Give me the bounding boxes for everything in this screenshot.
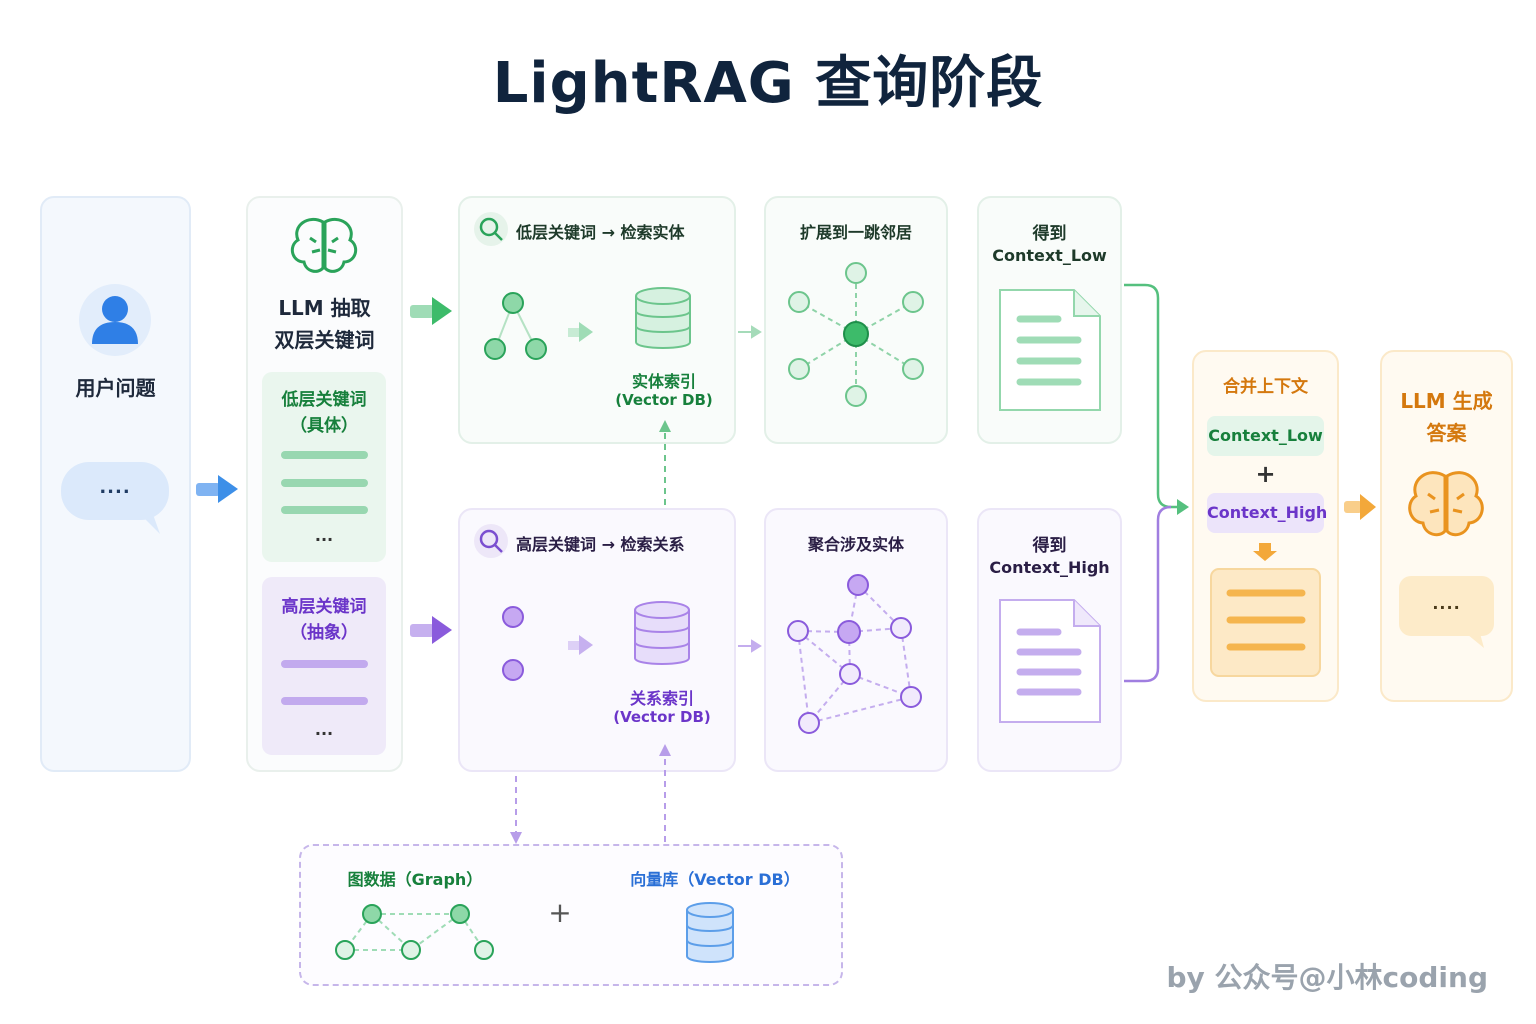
entity-index-label: 实体索引 — [631, 372, 696, 391]
merged-context-document-icon — [1210, 568, 1321, 677]
storage-panel — [299, 844, 843, 986]
storage-plus: + — [548, 896, 572, 929]
search-icon-high — [474, 524, 508, 558]
search-icon-low — [474, 212, 508, 246]
context-low-title: 得到 — [1032, 224, 1067, 244]
low-keyword-lines — [281, 451, 368, 514]
answer-title-line1: LLM 生成 — [1400, 389, 1493, 413]
relation-index-label: 关系索引 — [629, 689, 694, 708]
page-title: LightRAG 查询阶段 — [492, 51, 1044, 116]
entity-nodes-icon — [484, 292, 547, 360]
merge-chip-context-low: Context_Low — [1207, 416, 1324, 456]
arrow-user-to-extract-icon — [196, 475, 238, 503]
brain-icon — [290, 217, 358, 273]
context-high-document-icon — [999, 599, 1101, 723]
user-question-label: 用户问题 — [75, 376, 156, 400]
high-keywords-sub: （抽象） — [290, 623, 358, 643]
answer-speech-bubble-icon — [1399, 576, 1494, 648]
context-low-document-icon — [999, 289, 1101, 411]
answer-title-line2: 答案 — [1426, 421, 1467, 445]
arrow-to-low-retrieve-icon — [410, 297, 452, 325]
extract-title-line1: LLM 抽取 — [278, 296, 371, 320]
llm-brain-icon — [1408, 471, 1484, 537]
merge-chip-context-high: Context_High — [1207, 493, 1327, 533]
merge-plus: + — [1255, 460, 1276, 488]
low-path-header: 低层关键词 → 检索实体 — [516, 223, 685, 242]
arrow-small-high-1-icon — [568, 635, 593, 655]
low-keywords-ellipsis: ... — [314, 526, 334, 545]
storage-vector-db-icon — [686, 902, 734, 963]
merge-down-arrow-icon — [1253, 543, 1277, 561]
low-keywords-title: 低层关键词 — [281, 390, 367, 410]
storage-graph-icon — [335, 904, 494, 960]
entity-index-sub: (Vector DB) — [615, 391, 713, 409]
aggregate-entities-title: 聚合涉及实体 — [807, 535, 904, 554]
low-keywords-card — [262, 372, 386, 562]
low-keywords-sub: （具体） — [290, 416, 358, 436]
high-path-header: 高层关键词 → 检索关系 — [516, 535, 685, 554]
context-low-sub: Context_Low — [992, 246, 1107, 265]
high-keyword-lines — [281, 660, 368, 705]
arrow-small-low-1-icon — [568, 322, 593, 342]
connector-low-to-merge — [1124, 283, 1180, 509]
high-keywords-ellipsis: ... — [314, 720, 334, 739]
relation-index-db-icon — [634, 601, 690, 665]
answer-bubble-text: .... — [1432, 594, 1461, 613]
merge-context-title: 合并上下文 — [1223, 377, 1308, 397]
user-bubble-text: .... — [99, 477, 131, 498]
entity-index-db-icon — [635, 287, 691, 349]
context-high-sub: Context_High — [989, 558, 1110, 577]
storage-vector-label: 向量库（Vector DB） — [630, 870, 800, 889]
relation-nodes-icon — [502, 606, 524, 681]
expand-neighbors-title: 扩展到一跳邻居 — [799, 223, 912, 242]
storage-graph-label: 图数据（Graph） — [347, 870, 483, 889]
aggregated-entity-graph-icon — [787, 574, 922, 734]
user-avatar-icon — [79, 284, 151, 356]
high-keywords-title: 高层关键词 — [281, 597, 367, 617]
connector-high-to-merge — [1124, 505, 1172, 683]
arrow-to-high-retrieve-icon — [410, 616, 452, 644]
context-high-title: 得到 — [1032, 536, 1067, 556]
arrow-merge-to-answer-icon — [1344, 494, 1376, 520]
neighbor-star-graph-icon — [788, 262, 924, 407]
extract-title-line2: 双层关键词 — [274, 328, 375, 352]
connector-storage-to-high — [515, 752, 666, 842]
watermark: by 公众号@小林coding — [1166, 961, 1489, 994]
relation-index-sub: (Vector DB) — [613, 708, 711, 726]
arrow-small-high-2-icon — [738, 639, 762, 653]
user-speech-bubble-icon — [61, 462, 169, 534]
arrow-small-low-2-icon — [738, 325, 762, 339]
